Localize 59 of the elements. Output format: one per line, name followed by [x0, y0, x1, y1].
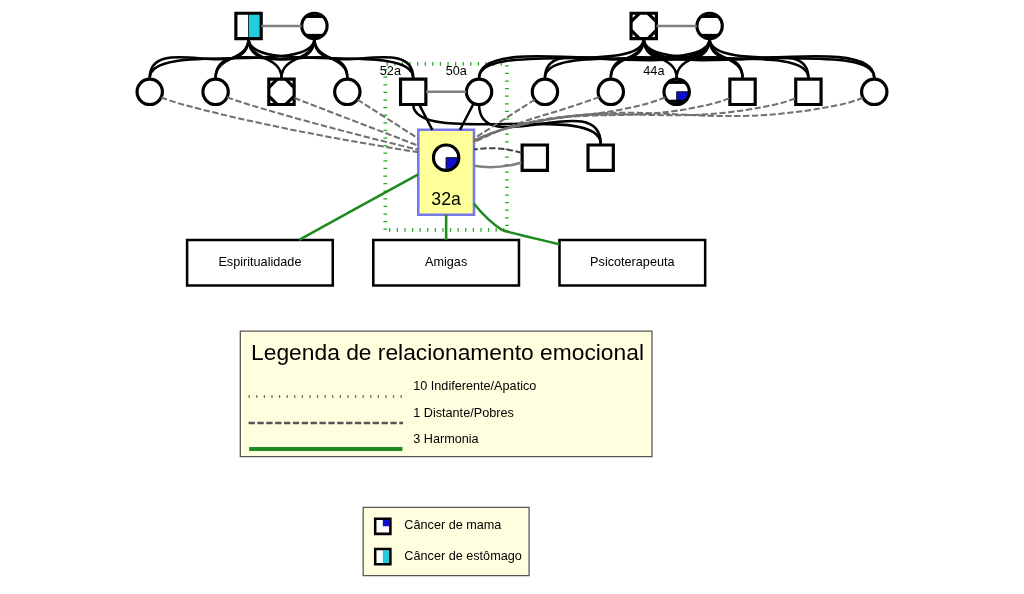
connector: [247, 38, 415, 79]
node-circle: [860, 77, 889, 107]
node-box: [794, 77, 823, 107]
connector: [642, 38, 810, 79]
node-box: Espiritualidade: [185, 238, 335, 287]
node-box: [520, 143, 550, 172]
connector: [642, 38, 744, 79]
connector: [473, 147, 522, 154]
connector: [473, 97, 730, 142]
legend-label: 3 Harmonia: [413, 432, 479, 447]
node-box: [398, 77, 428, 107]
node-circle: [464, 77, 494, 107]
connector: [357, 98, 419, 140]
node-label: 52a: [379, 64, 401, 79]
node-box: [586, 143, 615, 172]
connector: [609, 38, 711, 79]
label: Legenda de relacionamento emocional: [251, 339, 644, 366]
connector: [473, 97, 796, 142]
connector: [473, 98, 536, 140]
connector: [473, 96, 600, 144]
connector: [261, 24, 302, 28]
connector: [473, 96, 666, 143]
connector: [473, 96, 864, 142]
connector: [418, 104, 434, 131]
node-circle: [333, 77, 362, 107]
node-label: 50a: [445, 64, 467, 79]
legend-label: Câncer de estômago: [404, 548, 522, 563]
connector: [226, 96, 419, 151]
connector: [477, 104, 602, 144]
connector: [477, 38, 645, 79]
node-circle: [596, 77, 626, 107]
connector: [313, 38, 415, 79]
cluster: 32a: [417, 128, 476, 216]
connector: [298, 173, 419, 242]
connector: [444, 214, 448, 240]
legend-label: 10 Indiferente/Apatico: [413, 379, 537, 394]
connector: [473, 161, 522, 169]
connector: [294, 97, 419, 147]
connector: [473, 203, 560, 246]
connector: [458, 102, 475, 131]
legend-label: Câncer de mama: [404, 518, 502, 533]
connector: [426, 90, 467, 94]
connector: [412, 104, 602, 145]
node-box: Psicoterapeuta: [558, 238, 707, 287]
connector: [656, 24, 697, 28]
node-label: 44a: [643, 64, 665, 79]
node-box: Amigas: [372, 238, 521, 287]
connector: [160, 96, 419, 154]
connector: [642, 38, 876, 79]
connector: [477, 38, 711, 79]
connector: [148, 38, 316, 79]
node-circle: [201, 77, 230, 107]
connector: [543, 38, 711, 79]
connector: [708, 38, 810, 79]
node-circle: [530, 77, 560, 107]
node-box: [728, 77, 757, 107]
connector: [708, 38, 876, 79]
node-circle: [135, 77, 164, 107]
legend-label: 1 Distante/Pobres: [413, 405, 514, 420]
